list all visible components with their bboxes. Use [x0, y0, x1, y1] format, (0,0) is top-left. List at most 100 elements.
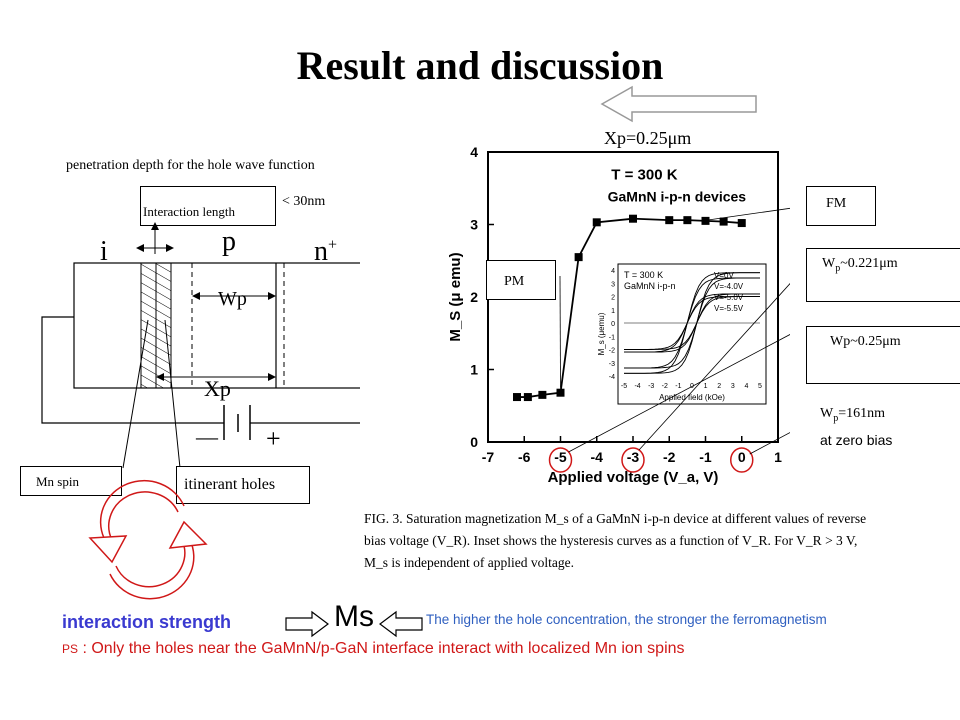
fm-callout-box	[806, 186, 876, 226]
y-tick-label: 0	[470, 434, 478, 450]
data-point	[523, 393, 532, 402]
interaction-strength-label: interaction strength	[62, 612, 232, 632]
higher-hole-note: The higher the hole concentration, the s…	[426, 612, 827, 627]
inset-x-tick-label: 4	[744, 383, 748, 390]
inset-subtitle: GaMnN i-p-n	[624, 281, 676, 291]
fm-label: FM	[826, 196, 847, 211]
inset-y-tick-label: -2	[609, 348, 615, 355]
wp-221-leader	[638, 283, 790, 451]
ps-note: PS : Only the holes near the GaMnN/p-GaN…	[62, 640, 685, 657]
x-tick-label: 0	[738, 449, 746, 465]
penetration-caption: penetration depth for the hole wave func…	[66, 158, 315, 173]
chart-subtitle: GaMnN i-p-n devices	[608, 188, 747, 204]
inset-hysteresis-curve	[624, 272, 760, 374]
highlight-circle	[621, 447, 645, 473]
y-tick-label: 2	[470, 289, 478, 305]
inset-y-tick-label: -3	[609, 361, 615, 368]
mn-spin-label: Mn spin	[36, 474, 79, 489]
itinerant-holes-label: itinerant holes	[184, 476, 276, 493]
wp-025-callout-box	[806, 326, 960, 384]
inset-x-tick-label: 1	[704, 383, 708, 390]
data-point	[556, 388, 565, 397]
y-tick-label: 4	[470, 144, 478, 160]
wp-025-leader	[568, 334, 790, 453]
inset-title: T = 300 K	[624, 270, 663, 280]
y-axis-label: M_S (μ emu)	[447, 252, 464, 341]
highlight-circle	[548, 447, 573, 473]
data-point	[538, 390, 547, 399]
figure-caption-text: FIG. 3. Saturation magnetization M_s of …	[364, 511, 867, 570]
inset-x-tick-label: -3	[648, 383, 654, 390]
inset-y-tick-label: 3	[611, 281, 615, 288]
left-arrow-icon	[600, 85, 757, 123]
y-tick-label: 3	[470, 217, 478, 233]
wp-161-label: Wp=161nm	[820, 406, 886, 424]
x-tick-label: -5	[554, 449, 567, 465]
region-i-label: i	[100, 236, 108, 267]
inset-x-tick-label: -2	[662, 383, 668, 390]
inset-y-tick-label: 0	[611, 321, 615, 328]
wp-221-label: Wp~0.221μm	[822, 256, 898, 274]
mn-spin-box	[20, 466, 122, 496]
x-tick-label: -2	[663, 449, 676, 465]
y-tick-label: 1	[470, 362, 478, 378]
x-tick-label: 1	[774, 449, 782, 465]
data-point	[683, 216, 692, 225]
inset-x-tick-label: -1	[675, 383, 681, 390]
pm-label: PM	[504, 274, 525, 289]
x-tick-label: -1	[699, 449, 712, 465]
data-point	[592, 218, 601, 227]
battery-minus-label: —	[196, 424, 218, 449]
x-tick-label: -3	[627, 449, 640, 465]
page-title: Result and discussion	[296, 43, 664, 88]
wp-221-callout-box	[806, 248, 960, 302]
inset-y-tick-label: 2	[611, 295, 615, 302]
less-than-label: < 30nm	[282, 194, 326, 209]
device-schematic	[41, 222, 360, 469]
inset-y-tick-label: -4	[609, 374, 615, 381]
battery-plus-label: +	[266, 424, 281, 453]
wp-161-line2: at zero bias	[820, 432, 893, 448]
wp-label: Wp	[218, 288, 247, 310]
inset-y-tick-label: 4	[611, 268, 615, 275]
inset-x-tick-label: 2	[717, 383, 721, 390]
inset-legend-entry: V=-5.5V	[714, 304, 744, 313]
inset-x-tick-label: 5	[758, 383, 762, 390]
pm-callout-box	[486, 260, 556, 300]
data-point	[719, 217, 728, 226]
inset-x-tick-label: 3	[731, 383, 735, 390]
cycle-arrows-icon	[88, 479, 208, 600]
inset-legend-entry: V=0V	[714, 271, 734, 280]
region-n-label: n+	[314, 236, 338, 267]
x-tick-label: -6	[518, 449, 531, 465]
inset-y-tick-label: -1	[609, 334, 615, 341]
inset-x-tick-label: -5	[621, 383, 627, 390]
right-arrow-icon	[285, 610, 329, 638]
chart-title: T = 300 K	[611, 167, 677, 184]
interaction-length-box	[140, 186, 276, 226]
inset-x-tick-label: -4	[634, 383, 640, 390]
data-point	[574, 253, 583, 262]
x-tick-label: -7	[482, 449, 495, 465]
inset-y-label: M_s (μemu)	[597, 312, 606, 355]
itinerant-holes-box	[176, 466, 310, 504]
inset-y-tick-label: 1	[611, 308, 615, 315]
highlight-circle	[730, 447, 754, 473]
inset-hysteresis-curve	[624, 293, 760, 353]
left-small-arrow-icon	[379, 610, 423, 638]
data-point	[737, 219, 746, 228]
region-p-label: p	[222, 226, 236, 257]
x-axis-label: Applied voltage (V_a, V)	[548, 469, 719, 486]
pm-leader	[559, 275, 561, 388]
wp-025-label: Wp~0.25μm	[830, 334, 901, 349]
xp-header-label: Xp=0.25μm	[604, 128, 692, 148]
figure-caption: FIG. 3. Saturation magnetization M_s of …	[364, 508, 874, 574]
inset-hysteresis-curve	[624, 296, 760, 350]
inset-x-label: Applied field (kOe)	[659, 393, 725, 402]
inset-legend-entry: V=-5.0V	[714, 293, 744, 302]
data-point	[701, 216, 710, 225]
wp-161-leader	[749, 432, 790, 455]
x-tick-label: -4	[591, 449, 604, 465]
fm-leader	[701, 207, 790, 222]
